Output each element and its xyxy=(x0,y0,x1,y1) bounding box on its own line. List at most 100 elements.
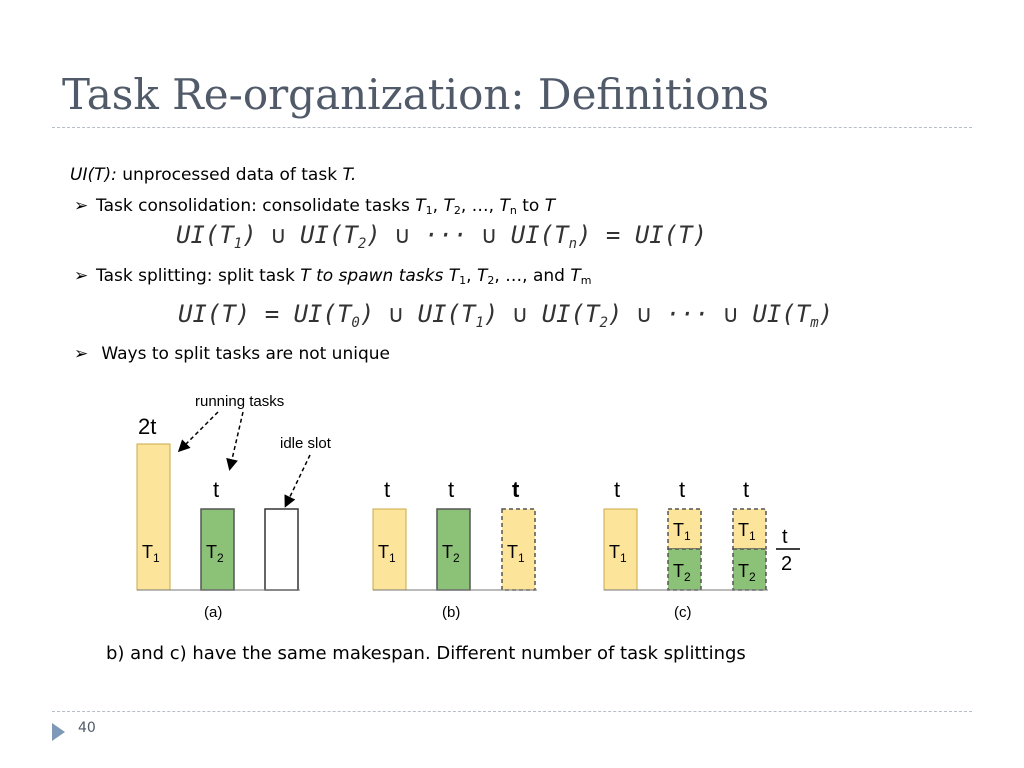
label-t: t xyxy=(679,477,685,502)
task-sub: 2 xyxy=(217,551,224,565)
comma: , xyxy=(432,196,444,216)
f-ui: UI(T xyxy=(417,300,476,328)
bar-c3-t2-half xyxy=(732,548,767,591)
bar-c2-t2-half xyxy=(667,548,702,591)
task-letter: T xyxy=(609,542,620,562)
f-close: ) xyxy=(483,300,499,328)
ui-def-rest: unprocessed data of task xyxy=(116,165,343,185)
bar-c3-t1-half xyxy=(732,508,767,550)
consolidation-formula: UI(T1) ∪ UI(T2) ∪ ··· ∪ UI(Tn) = UI(T) xyxy=(176,221,707,252)
bar-c3-t1-label: T1 xyxy=(738,520,756,543)
bar-a-t2 xyxy=(200,508,235,591)
f-eq: = UI(T) xyxy=(591,221,708,249)
task-sub: 1 xyxy=(518,551,525,565)
ellipsis: , …, xyxy=(460,196,500,216)
idle-slot-annotation: idle slot xyxy=(280,435,332,452)
consolidation-label: Task consolidation: consolidate tasks xyxy=(96,196,416,216)
arrow-bullet-icon: ➢ xyxy=(74,196,89,216)
bar-c2-t1-label: T1 xyxy=(673,520,691,543)
sub-m: m xyxy=(580,274,592,287)
f-ui: UI(T xyxy=(300,221,358,249)
f-close: ) xyxy=(607,300,623,328)
task-sub: 1 xyxy=(749,529,756,543)
to-word: to xyxy=(516,196,545,216)
f-close: ) xyxy=(242,221,257,249)
label-t: t xyxy=(512,477,520,502)
f-close: ) xyxy=(577,221,592,249)
ui-def-T: T. xyxy=(342,165,357,185)
label-t: t xyxy=(743,477,749,502)
f-union: ∪ xyxy=(256,221,301,249)
f-dots: ∪ ··· ∪ xyxy=(622,300,753,328)
task-sub: 2 xyxy=(684,570,691,584)
ui-def-lead: UI(T): xyxy=(70,165,117,185)
task-T: T xyxy=(476,266,488,286)
and-sep: , …, and xyxy=(494,266,571,286)
spawn-text: to spawn tasks xyxy=(310,266,449,286)
f-close: ) xyxy=(366,221,381,249)
bar-c-t1-label: T1 xyxy=(609,542,627,565)
f-union: ∪ xyxy=(374,300,418,328)
task-sub: 2 xyxy=(453,551,460,565)
sub-1: 1 xyxy=(459,274,467,287)
label-t: t xyxy=(614,477,620,502)
task-letter: T xyxy=(442,542,453,562)
task-letter: T xyxy=(378,542,389,562)
label-2t: 2t xyxy=(138,414,156,439)
task-T: T xyxy=(544,196,556,216)
bar-b-t2 xyxy=(436,508,471,591)
f-dots: ∪ ··· ∪ xyxy=(380,221,511,249)
panel-a-label: (a) xyxy=(204,604,222,621)
f-sub: 0 xyxy=(351,315,360,331)
arrow-bullet-icon: ➢ xyxy=(74,344,89,364)
task-T: T xyxy=(443,196,454,216)
definition-line: UI(T): unprocessed data of task T. xyxy=(70,165,356,185)
f-ui: UI(T xyxy=(541,300,600,328)
bar-a-t2-label: T2 xyxy=(206,542,224,565)
sub-1: 1 xyxy=(425,204,433,217)
task-sub: 2 xyxy=(749,570,756,584)
footer-divider xyxy=(52,711,972,712)
task-letter: T xyxy=(738,520,749,540)
f-ui: UI(T xyxy=(510,221,569,249)
task-letter: T xyxy=(738,561,749,581)
label-t: t xyxy=(384,477,390,502)
panel-c-label: (c) xyxy=(674,604,692,621)
comma: , xyxy=(466,266,477,286)
sub-n: n xyxy=(509,204,517,217)
bar-c3-t2-label: T2 xyxy=(738,561,756,584)
f-ui: UI(T xyxy=(176,221,234,249)
f-sub: m xyxy=(810,315,819,331)
splitting-label: Task splitting: split task xyxy=(96,266,301,286)
task-T: T xyxy=(499,196,510,216)
task-sub: 1 xyxy=(153,551,160,565)
f-union: ∪ xyxy=(498,300,542,328)
task-letter: T xyxy=(673,561,684,581)
title-divider xyxy=(52,127,972,128)
bar-b-t1-split xyxy=(501,508,536,591)
fraction-numerator: t xyxy=(782,526,788,548)
bar-c2-t1-half xyxy=(667,508,702,550)
task-T: T xyxy=(448,266,460,286)
running-arrow-2 xyxy=(226,411,244,471)
splitting-formula: UI(T) = UI(T0) ∪ UI(T1) ∪ UI(T2) ∪ ··· ∪… xyxy=(178,300,833,331)
task-sub: 1 xyxy=(389,551,396,565)
f-sub: 2 xyxy=(599,315,608,331)
task-T: T xyxy=(570,266,581,286)
task-sub: 1 xyxy=(684,529,691,543)
f-sub: 1 xyxy=(475,315,484,331)
arrow-bullet-icon: ➢ xyxy=(74,266,89,286)
f-sub: n xyxy=(568,236,578,252)
ways-bullet: ➢ Ways to split tasks are not unique xyxy=(74,344,390,364)
slide-title: Task Re-organization: Definitions xyxy=(62,70,770,119)
f-sub: 1 xyxy=(233,236,243,252)
task-sub: 1 xyxy=(620,551,627,565)
task-letter: T xyxy=(507,542,518,562)
f-close: ) xyxy=(818,300,834,328)
consolidation-bullet: ➢ Task consolidation: consolidate tasks T… xyxy=(74,196,555,217)
bar-b-t1-split-label: T1 xyxy=(507,542,525,565)
f-close: ) xyxy=(359,300,375,328)
bar-a-t1-label: T1 xyxy=(142,542,160,565)
splitting-bullet: ➢ Task splitting: split task T to spawn t… xyxy=(74,266,591,287)
